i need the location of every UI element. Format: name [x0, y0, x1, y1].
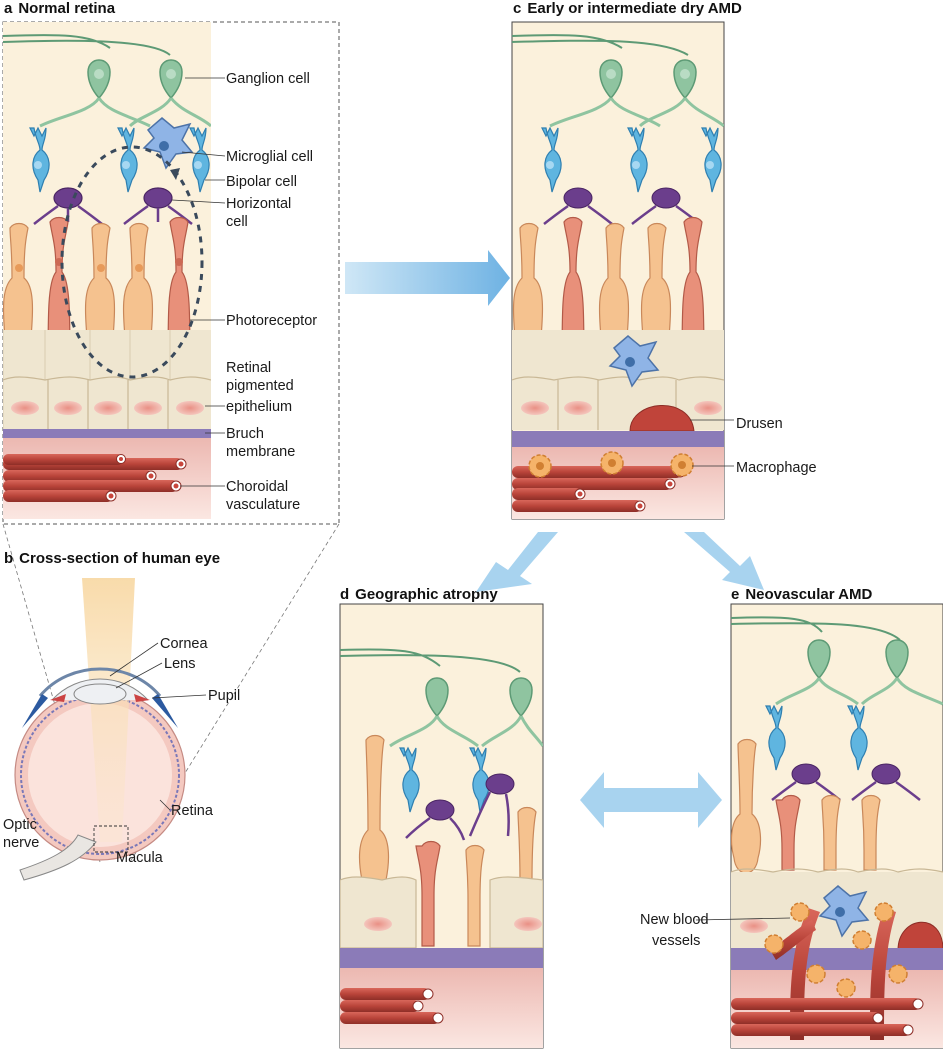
panel-b-eye [2, 523, 340, 881]
panel-e-labels: New blood vessels [640, 912, 791, 949]
svg-text:cell: cell [226, 214, 248, 230]
svg-text:Choroidal: Choroidal [226, 479, 288, 495]
panel-d-retina [340, 648, 543, 1048]
bruch-membrane [731, 948, 943, 970]
new-blood-vessels [731, 908, 924, 1040]
horizontal-cell-row [405, 773, 515, 841]
choroidal-vessels [512, 466, 686, 512]
bruch-membrane [340, 948, 543, 968]
svg-text:Bruch: Bruch [226, 426, 264, 442]
bipolar-cell [29, 126, 50, 193]
ganglion-cell [775, 639, 859, 706]
panel-b-labels: Cornea Lens Pupil Retina Optic nerve Mac… [3, 636, 240, 866]
ganglion-cell [128, 59, 211, 128]
svg-text:Macrophage: Macrophage [736, 460, 817, 476]
bipolar-cell [189, 126, 210, 193]
svg-text:Drusen: Drusen [736, 416, 783, 432]
bipolar-cell-row [541, 126, 722, 193]
svg-text:Horizontal: Horizontal [226, 196, 291, 212]
panel-a-retina [3, 22, 211, 519]
choroidal-vessels [340, 988, 444, 1024]
ganglion-cell [638, 59, 724, 128]
svg-text:nerve: nerve [3, 835, 39, 851]
svg-text:Cornea: Cornea [160, 636, 208, 652]
bruch-membrane [3, 429, 211, 438]
svg-text:Microglial cell: Microglial cell [226, 149, 313, 165]
horizontal-cell [123, 187, 193, 225]
microglial-cell [608, 335, 660, 388]
bruch-membrane [512, 431, 724, 447]
svg-text:epithelium: epithelium [226, 399, 292, 415]
ganglion-cell [860, 639, 943, 706]
svg-text:Optic: Optic [3, 817, 37, 833]
svg-text:Ganglion cell: Ganglion cell [226, 71, 310, 87]
rpe-layer [340, 876, 543, 949]
microglial-cell [818, 885, 870, 938]
svg-text:pigmented: pigmented [226, 378, 294, 394]
svg-text:vasculature: vasculature [226, 497, 300, 513]
microglial-cell [142, 117, 194, 170]
photoreceptor-row [731, 738, 881, 874]
bidirectional-arrow-d-e [580, 772, 722, 828]
bipolar-cell [117, 126, 138, 193]
bipolar-cell-row [399, 746, 490, 813]
svg-text:Bipolar cell: Bipolar cell [226, 174, 297, 190]
svg-text:Retinal: Retinal [226, 360, 271, 376]
progression-arrow-a-to-c [345, 250, 510, 306]
ganglion-cell [39, 59, 151, 128]
photoreceptor-row [358, 734, 537, 947]
svg-text:Retina: Retina [171, 803, 214, 819]
svg-text:membrane: membrane [226, 444, 295, 460]
drusen-deposit [629, 405, 695, 432]
ganglion-cell [481, 677, 543, 748]
bipolar-cell-row [765, 704, 868, 771]
panel-c-labels: Drusen Macrophage [690, 416, 817, 476]
panel-a-labels: Ganglion cell Microglial cell Bipolar ce… [171, 71, 317, 513]
panel-c-retina [512, 34, 724, 519]
svg-text:New blood: New blood [640, 912, 709, 928]
ganglion-cell [549, 59, 661, 128]
ganglion-cell [389, 677, 479, 748]
macrophage-cells [528, 451, 694, 478]
svg-text:Pupil: Pupil [208, 688, 240, 704]
progression-arrow-c-to-d [476, 532, 558, 592]
macrophage-cells [764, 902, 908, 998]
rpe-layer [3, 330, 211, 430]
microglia-migration-loop [60, 145, 204, 379]
horizontal-cell-row [543, 187, 701, 225]
panel-e-retina [731, 616, 943, 1048]
horizontal-cell-row [771, 763, 921, 801]
svg-text:vessels: vessels [652, 933, 700, 949]
svg-text:Macula: Macula [116, 850, 164, 866]
choroidal-vessels [3, 454, 187, 502]
svg-text:Photoreceptor: Photoreceptor [226, 313, 317, 329]
progression-arrow-c-to-e [684, 532, 764, 590]
svg-text:Lens: Lens [164, 656, 195, 672]
